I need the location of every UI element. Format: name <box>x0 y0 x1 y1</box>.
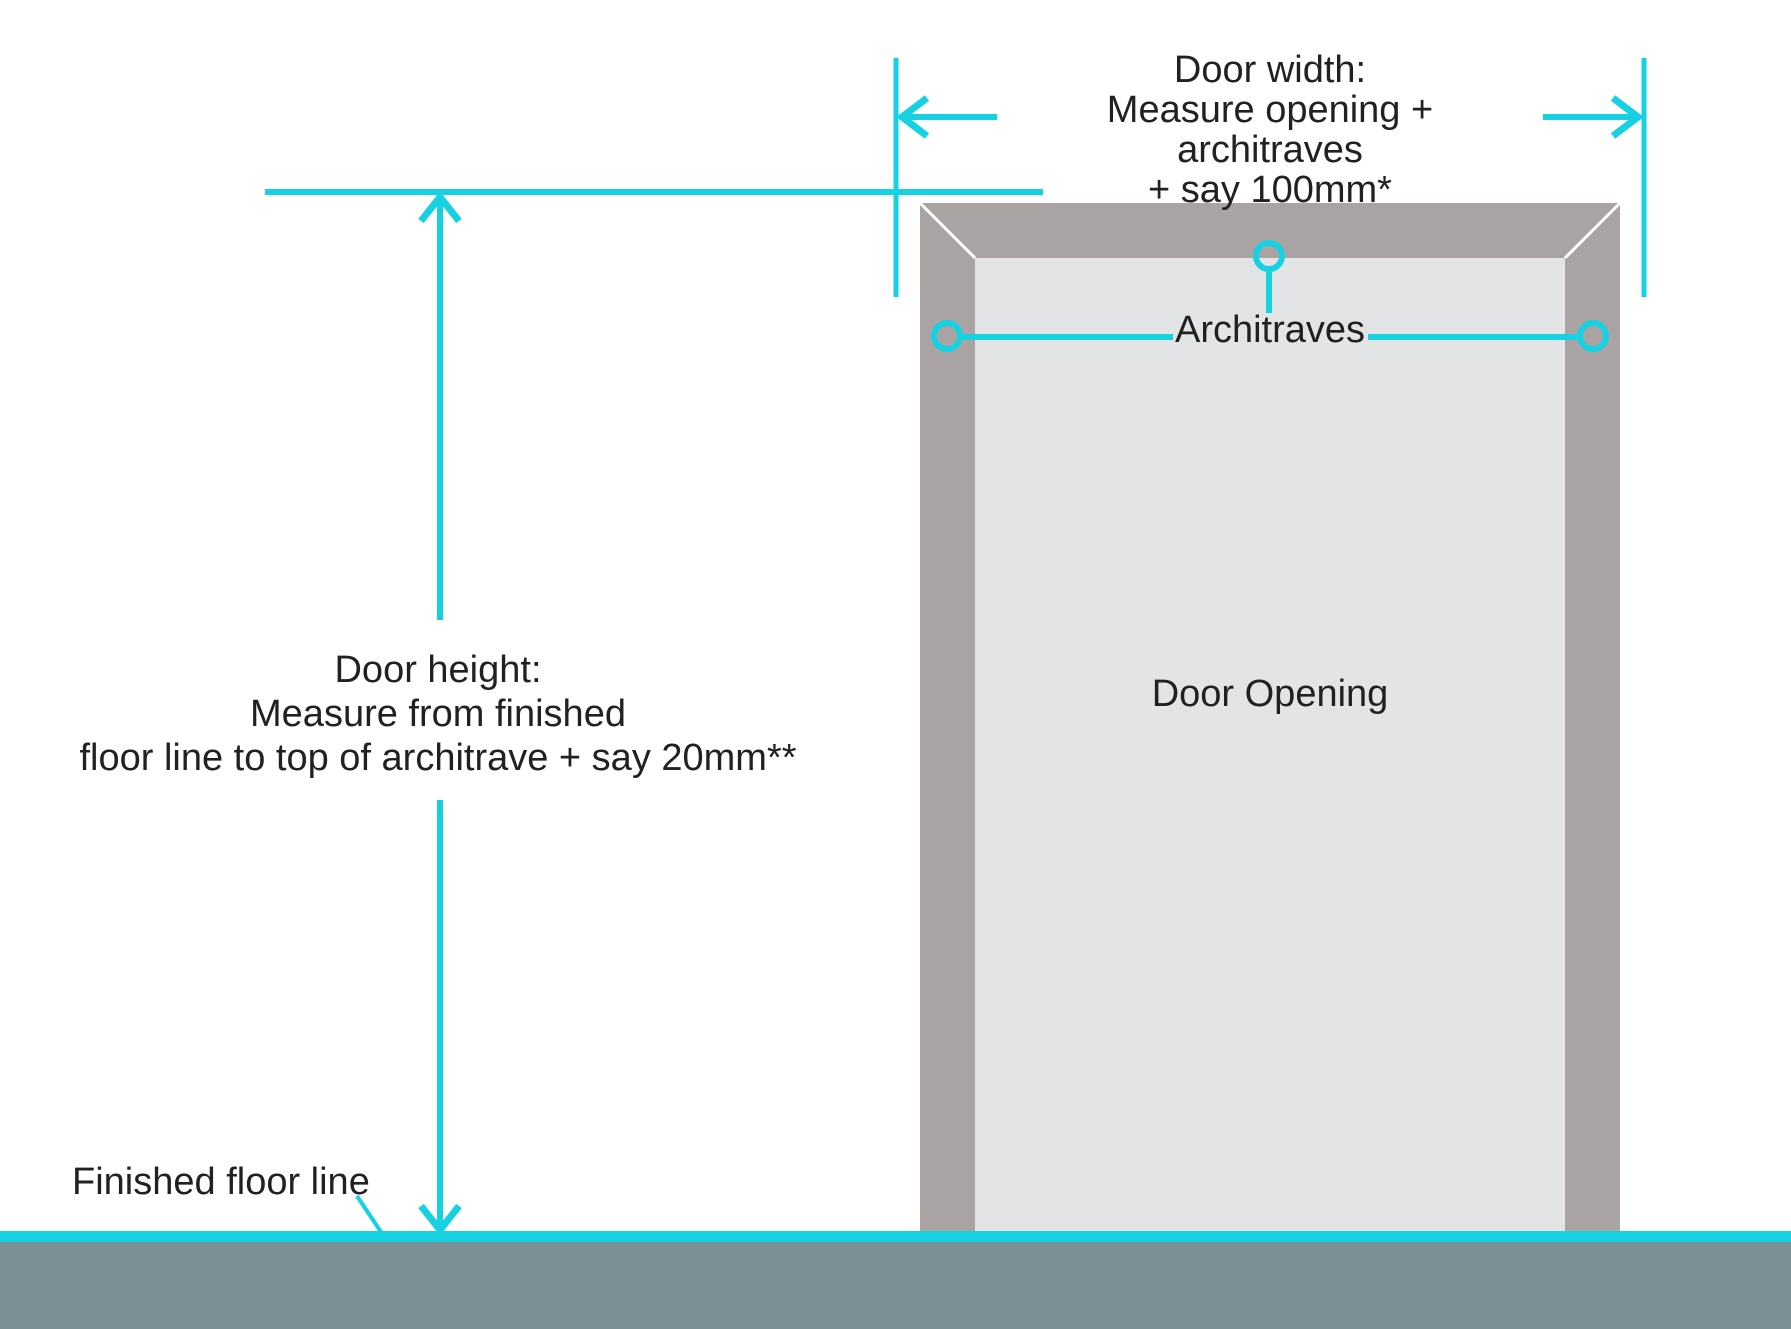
finished-floor-line-bar <box>0 1231 1791 1242</box>
architraves-label: Architraves <box>1174 309 1366 351</box>
width-arrow-left-head-icon <box>896 95 930 139</box>
architrave-ring-left-icon <box>931 320 963 352</box>
finished-floor-pointer-line <box>355 1194 383 1234</box>
door-opening-panel <box>975 258 1565 1231</box>
door-height-label: Door height: Measure from finished floor… <box>79 649 797 779</box>
door-width-label: Door width: Measure opening + architrave… <box>1106 49 1434 211</box>
height-arrow-down-head-icon <box>418 1203 462 1236</box>
miter-line-top-right <box>1563 201 1622 260</box>
floor-slab <box>0 1242 1791 1329</box>
architrave-ring-right-icon <box>1577 320 1609 352</box>
door-opening-label: Door Opening <box>1151 673 1389 715</box>
finished-floor-line-label: Finished floor line <box>72 1161 370 1203</box>
architrave-ring-top-icon <box>1253 240 1285 272</box>
width-arrow-right-head-icon <box>1610 95 1644 139</box>
miter-line-top-left <box>918 201 977 260</box>
height-arrow-up-head-icon <box>418 191 462 224</box>
